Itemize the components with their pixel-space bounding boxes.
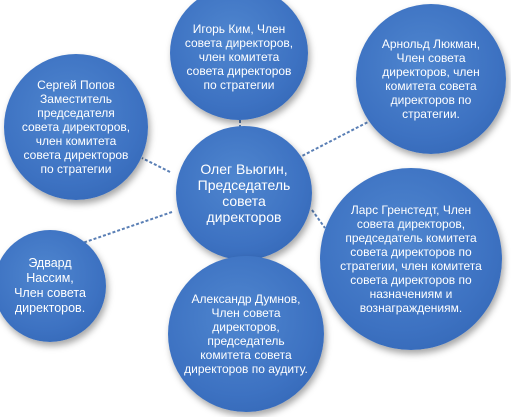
node-top-left-label: Сергей Попов Заместитель председателя со… — [21, 78, 131, 176]
node-right: Ларс Гренстедт, Член совета директоров, … — [320, 168, 502, 350]
node-center: Олег Вьюгин, Председатель совета директо… — [176, 126, 312, 260]
node-top-left: Сергей Попов Заместитель председателя со… — [4, 54, 148, 200]
node-top: Игорь Ким, Член совета директоров, член … — [170, 0, 308, 120]
node-top-right: Арнольд Люкман, Член совета директоров, … — [356, 4, 506, 154]
node-center-label: Олег Вьюгин, Председатель совета директо… — [197, 161, 291, 225]
node-bottom-label: Александр Думнов, Член совета директоров… — [184, 292, 308, 376]
node-top-right-label: Арнольд Люкман, Член совета директоров, … — [381, 37, 481, 121]
connector-center-top-left — [141, 157, 171, 173]
node-right-label: Ларс Гренстедт, Член совета директоров, … — [340, 203, 482, 315]
node-left: Эдвард Нассим, Член совета директоров. — [0, 230, 106, 342]
connector-center-top-right — [297, 121, 369, 159]
connector-center-right — [311, 209, 326, 229]
node-left-label: Эдвард Нассим, Член совета директоров. — [14, 256, 86, 315]
node-top-label: Игорь Ким, Член совета директоров, член … — [184, 22, 294, 92]
node-bottom: Александр Думнов, Член совета директоров… — [168, 256, 324, 412]
